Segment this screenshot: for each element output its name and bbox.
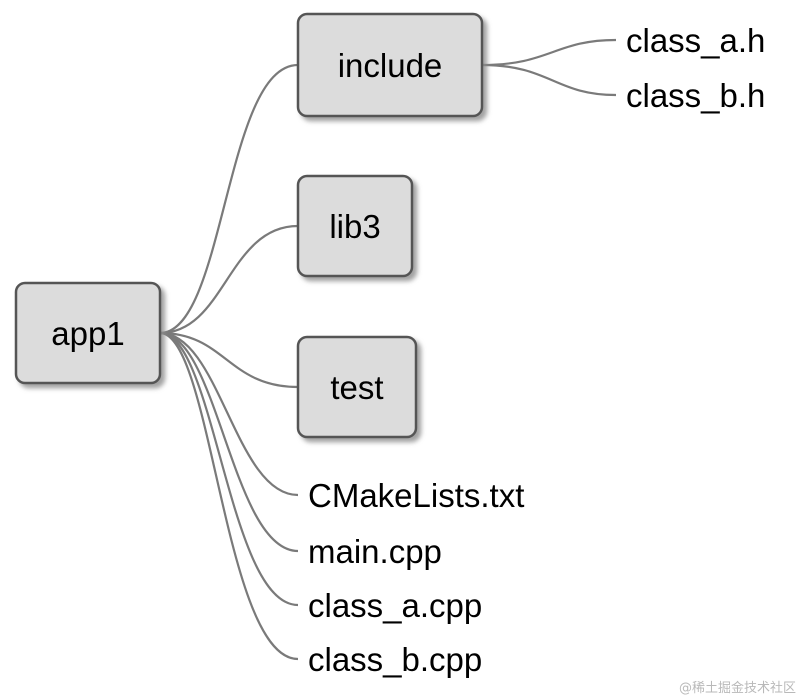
edge-app1-test [159,331,299,389]
edge-app1-class-a-cpp [159,331,299,607]
edge-app1-lib3 [159,224,299,335]
edge-app1-include [159,63,299,335]
root-node-app1[interactable]: app1 [14,281,162,385]
leaf-cmakelists-txt[interactable]: CMakeLists.txt [308,477,524,514]
edge-app1-class-b-cpp [159,331,299,661]
leaf-class-a-h[interactable]: class_a.h [626,22,765,59]
leaf-main-cpp[interactable]: main.cpp [308,533,442,570]
folder-node-include[interactable]: include [296,12,484,118]
watermark-text: @稀土掘金技术社区 [678,681,796,696]
edge-app1-cmakelists [159,331,299,497]
folder-node-lib3[interactable]: lib3 [296,174,414,278]
leaf-class-b-h[interactable]: class_b.h [626,77,765,114]
root-node-label: app1 [51,315,124,352]
edges [159,38,617,661]
leaf-class-a-cpp[interactable]: class_a.cpp [308,587,482,624]
edge-app1-main-cpp [159,331,299,553]
folder-node-label: test [330,369,383,406]
folder-node-label: include [338,47,443,84]
edge-include-class-a-h [481,38,617,67]
edge-include-class-b-h [481,63,617,97]
leaf-class-b-cpp[interactable]: class_b.cpp [308,641,482,678]
folder-node-label: lib3 [329,208,380,245]
folder-node-test[interactable]: test [296,335,418,439]
